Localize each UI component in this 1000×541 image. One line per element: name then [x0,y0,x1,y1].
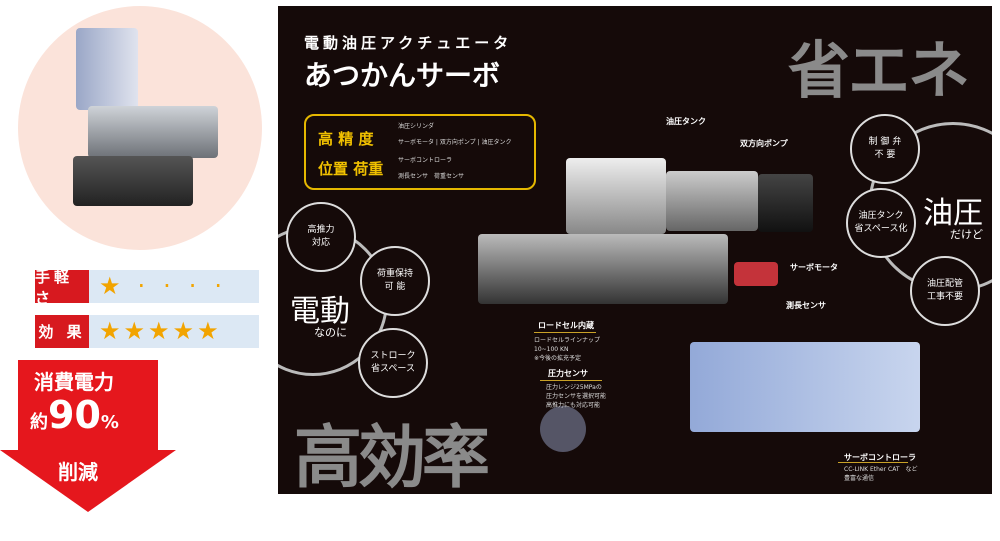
text-line: 10~100 KN [534,346,569,353]
electric-sub: なのに [314,326,347,339]
rating-label: 効 果 [35,315,89,348]
arrow-value-line: 約90% [30,396,119,434]
motor-image [758,174,813,232]
energy-saving-heading: 省エネ [788,34,970,107]
cylinder-image [478,234,728,304]
rating-label: 手軽さ [35,268,89,307]
divider [534,332,596,333]
text-line: 豊富な通信 [844,475,875,482]
divider [540,380,602,381]
component-item: 測長センサ 荷重センサ [398,173,465,180]
bubble-load-holding: 荷重保持 可 能 [360,246,430,316]
callout-motor: サーボモータ [790,263,838,272]
bubble-high-thrust: 高推力 対応 [286,202,356,272]
feature-position-load: 位置 荷重 [318,160,384,178]
product-panel: 電動油圧アクチュエータ あつかんサーボ 高 精 度 位置 荷重 油圧シリンダ サ… [278,6,992,494]
callout-sensor: 測長センサ [786,301,826,310]
text-line: ロードセルラインナップ [534,337,601,344]
features-box: 高 精 度 位置 荷重 油圧シリンダ サーボモータ | 双方向ポンプ | 油圧タ… [304,114,536,190]
text-line: 高推力にも対応可能 [546,402,601,409]
arrow-value: 90 [48,393,101,437]
arrow-unit: % [100,412,119,433]
rating-ease: 手軽さ ★···· [35,268,259,307]
callout-pump: 双方向ポンプ [740,139,788,148]
product-photo-circle [18,6,262,250]
rating-effect: 効 果 ★★★★★ [35,315,259,348]
arrow-prefix: 約 [30,412,48,433]
controller-lines: CC-LINK Ether CAT など 豊富な通信 [844,465,918,483]
bubble-no-piping: 油圧配管 工事不要 [910,256,980,326]
bubble-tank-space: 油圧タンク 省スペース化 [846,188,916,258]
pressure-sensor-image [540,406,586,452]
divider [838,462,908,463]
power-reduction-arrow: 消費電力 約90% [18,360,158,450]
text-line: ※今後の拡充予定 [534,355,582,362]
controller-image [690,342,920,432]
callout-loadcell: ロードセル内蔵 [538,321,594,330]
text-line: CC-LINK Ether CAT など [844,466,918,473]
text-line: 圧力センサを選択可能 [546,393,607,400]
controller-image [76,28,138,110]
text-line: 圧力レンジ25MPaの [546,384,602,391]
component-item: サーボコントローラ [398,157,453,164]
bubble-stroke-space: ストローク 省スペース [358,328,428,398]
loadcell-lines: ロードセルラインナップ 10~100 KN ※今後の拡充予定 [534,336,600,363]
hydraulic-label: 油圧 [923,196,983,231]
star-rating-5of5: ★★★★★ [99,317,222,345]
callout-controller: サーボコントローラ [844,453,916,462]
electric-label: 電動 [290,294,350,329]
feature-precision: 高 精 度 [318,130,374,148]
arrow-line1: 消費電力 [34,370,114,394]
actuator-image [88,106,218,158]
callout-tank: 油圧タンク [666,117,706,126]
panel-title: あつかんサーボ [304,59,501,92]
arrow-tip [0,450,176,512]
star-rating-1of5: ★···· [99,272,241,300]
component-item: 油圧シリンダ [398,123,435,130]
arrow-line3: 削減 [58,460,98,484]
cylinder-image [73,156,193,206]
pressure-lines: 圧力レンジ25MPaの 圧力センサを選択可能 高推力にも対応可能 [546,383,606,410]
sensor-image [734,262,778,286]
callout-pressure: 圧力センサ [548,369,588,378]
tank-image [566,158,666,234]
high-efficiency-heading: 高効率 [294,419,490,494]
bubble-no-control-valve: 制 御 弁 不 要 [850,114,920,184]
panel-subtitle: 電動油圧アクチュエータ [304,34,513,52]
pump-image [666,171,758,231]
hydraulic-sub: だけど [950,228,983,241]
component-item: サーボモータ | 双方向ポンプ | 油圧タンク [398,139,512,146]
